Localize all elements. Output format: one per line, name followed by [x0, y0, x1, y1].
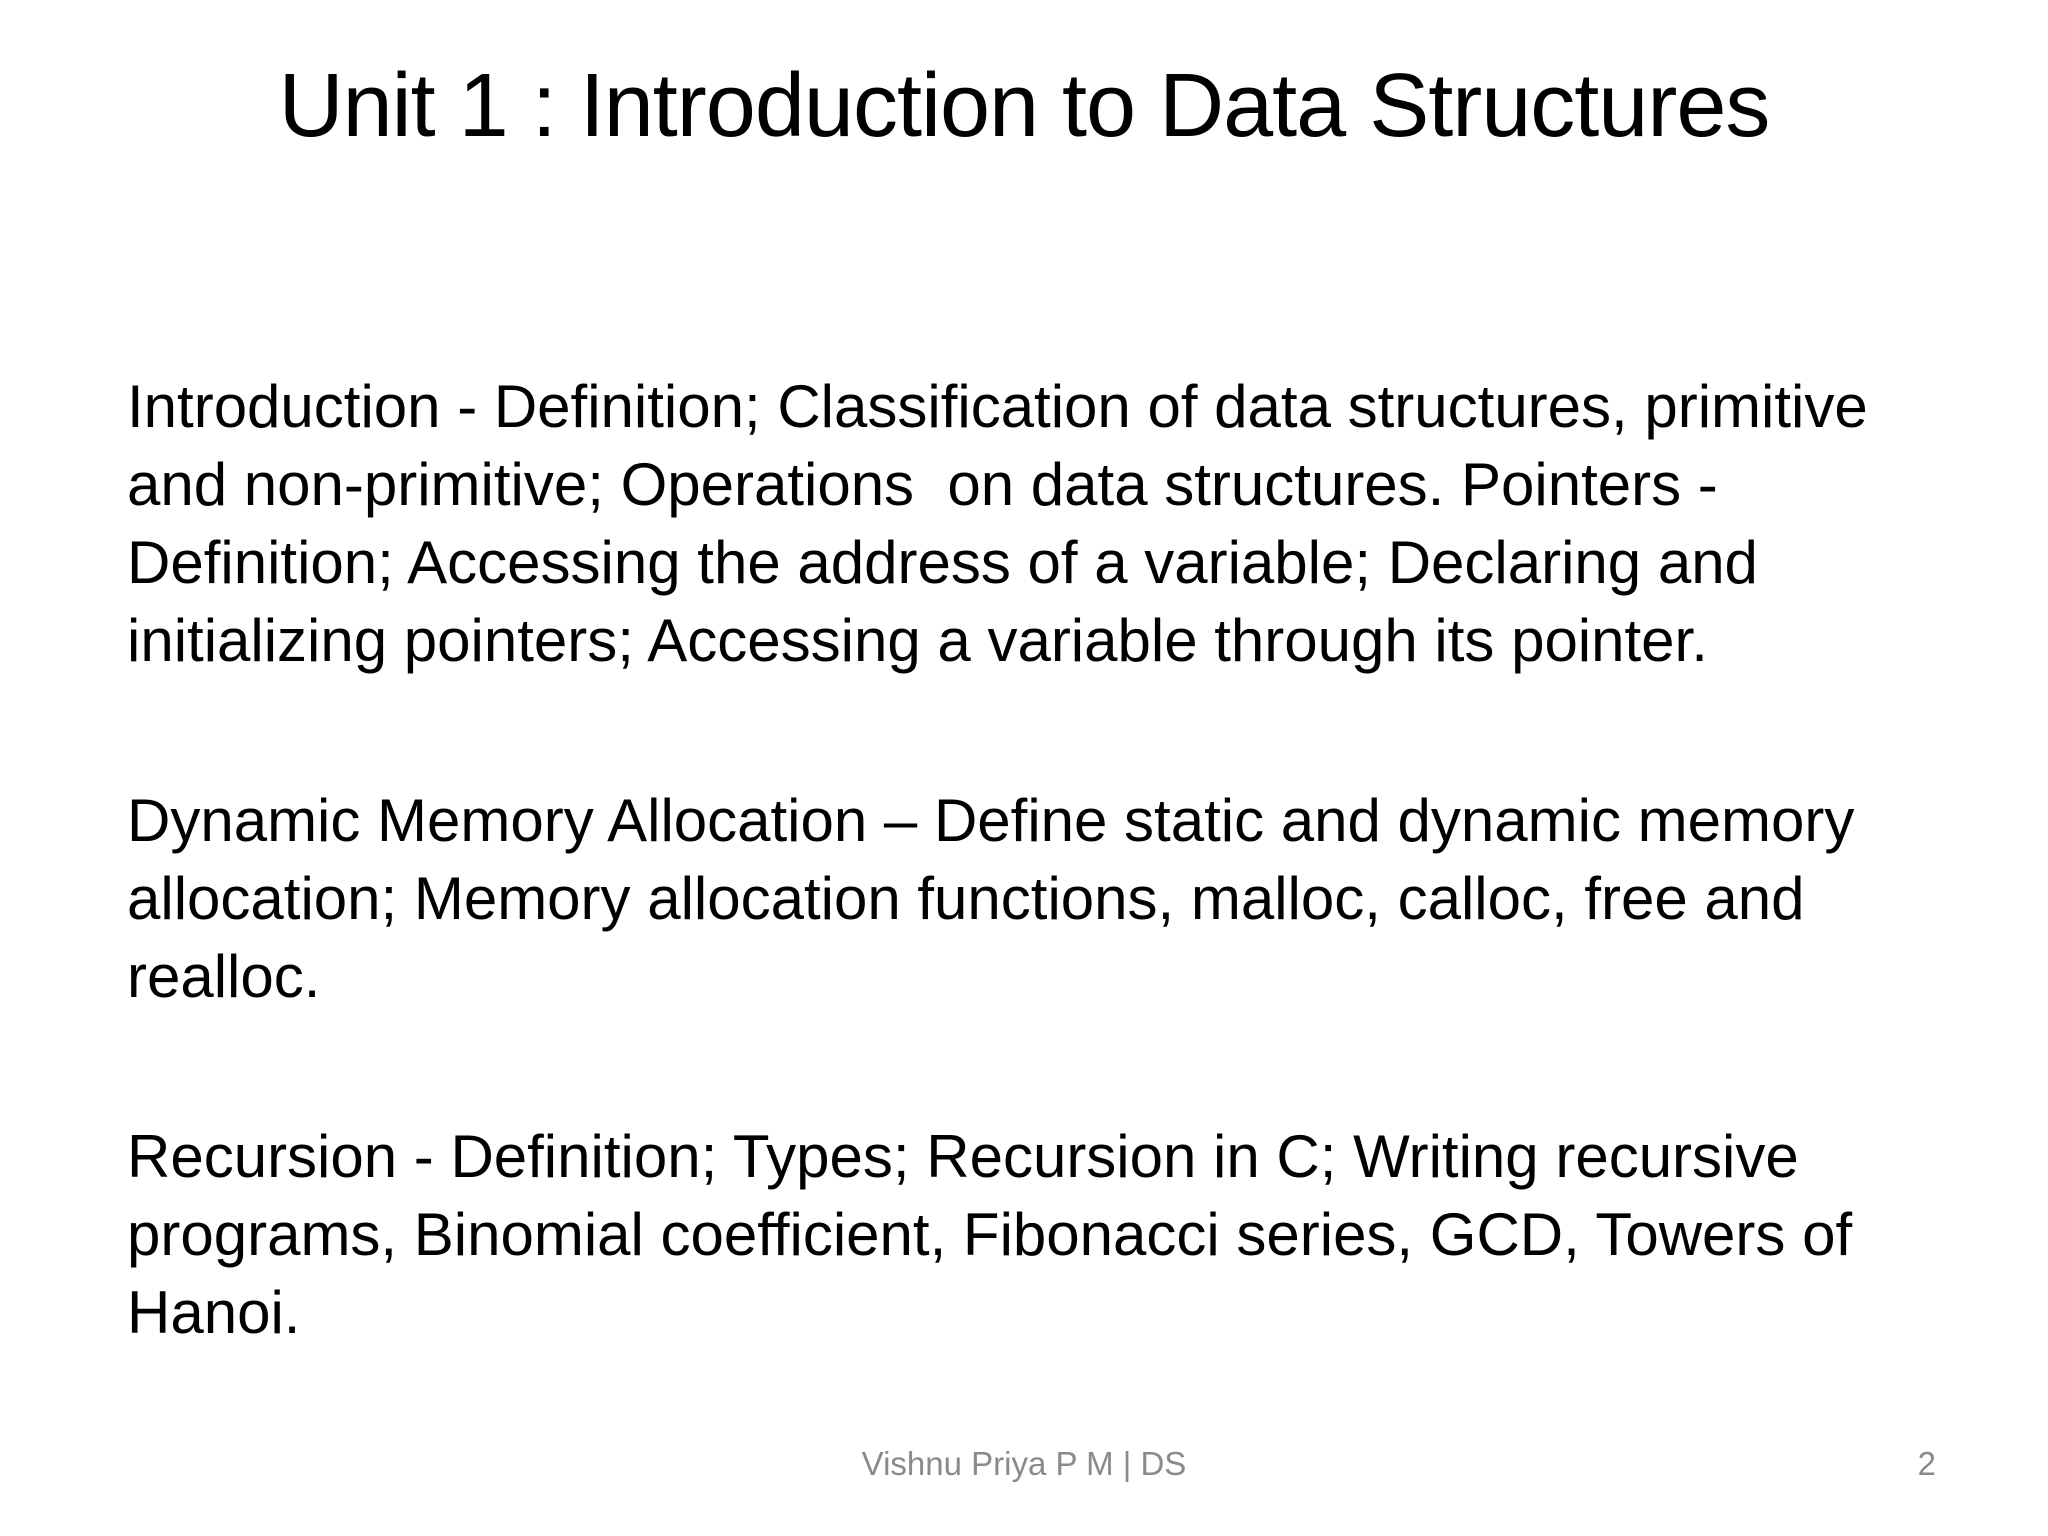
page-title: Unit 1 : Introduction to Data Structures [278, 56, 1771, 156]
paragraph-introduction-pointers: Introduction - Definition; Classificatio… [127, 373, 1868, 674]
body-text: Introduction - Definition; Classificatio… [127, 368, 1927, 1352]
page-number: 2 [1917, 1445, 1936, 1482]
footer-author-label: Vishnu Priya P M | DS [861, 1445, 1187, 1482]
paragraph-dynamic-memory-allocation: Dynamic Memory Allocation – Define stati… [127, 787, 1855, 1010]
paragraph-recursion: Recursion - Definition; Types; Recursion… [127, 1123, 1853, 1346]
